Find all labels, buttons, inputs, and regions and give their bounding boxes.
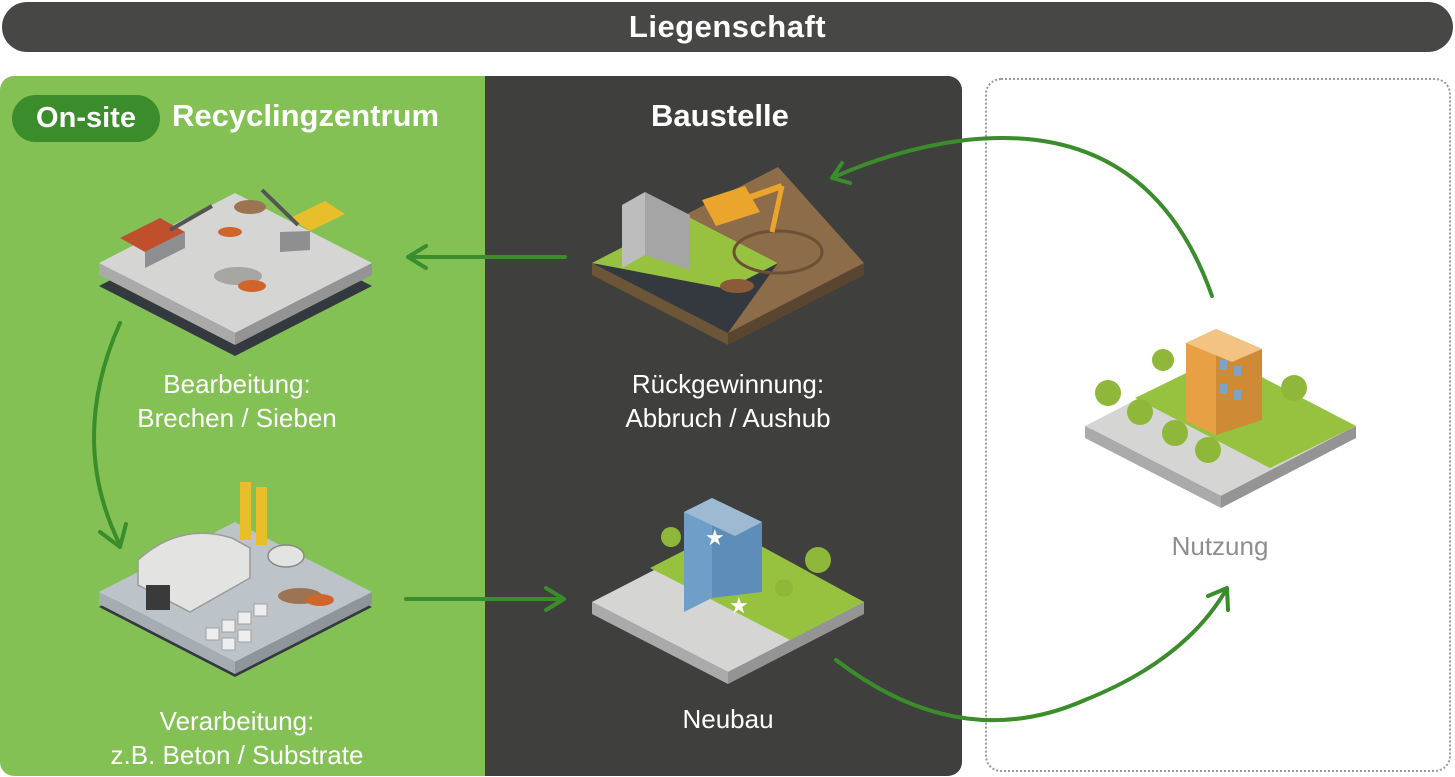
new-building-icon: ★ ★ (592, 498, 864, 684)
nutzung-panel (985, 78, 1451, 772)
arrow-baustelle-to-recycling (406, 244, 567, 270)
arrow-verarbeitung-to-neubau (404, 586, 566, 612)
verarbeitung-line2: z.B. Beton / Substrate (110, 740, 364, 770)
onsite-pill: On-site (12, 95, 160, 142)
onsite-label: On-site (36, 102, 136, 134)
rueckgewinnung-line2: Abbruch / Aushub (625, 403, 831, 433)
svg-text:★: ★ (729, 594, 749, 619)
arrow-bearbeitung-to-verarbeitung (92, 321, 128, 549)
bearbeitung-line1: Bearbeitung: (163, 369, 311, 399)
crusher-site-icon (99, 188, 372, 356)
verarbeitung-line1: Verarbeitung: (159, 706, 315, 736)
nutzung-label: Nutzung (1171, 531, 1269, 561)
neubau-label: Neubau (682, 704, 774, 734)
bearbeitung-label: Bearbeitung: Brechen / Sieben (87, 367, 387, 435)
rueckgewinnung-line1: Rückgewinnung: (631, 369, 825, 399)
arrow-neubau-to-nutzung (834, 586, 1230, 723)
arrow-nutzung-to-baustelle (830, 135, 1214, 298)
rueckgewinnung-label: Rückgewinnung: Abbruch / Aushub (578, 367, 878, 435)
recycling-title: Recyclingzentrum (172, 98, 440, 133)
concrete-plant-icon (99, 482, 372, 677)
banner-title: Liegenschaft (628, 9, 827, 44)
demolition-site-icon (592, 167, 864, 345)
liegenschaft-banner: Liegenschaft (2, 2, 1453, 52)
building-in-use-icon (1085, 329, 1356, 508)
verarbeitung-label: Verarbeitung: z.B. Beton / Substrate (67, 704, 407, 772)
svg-text:★: ★ (705, 526, 725, 551)
bearbeitung-line2: Brechen / Sieben (137, 403, 337, 433)
baustelle-title: Baustelle (651, 98, 789, 133)
